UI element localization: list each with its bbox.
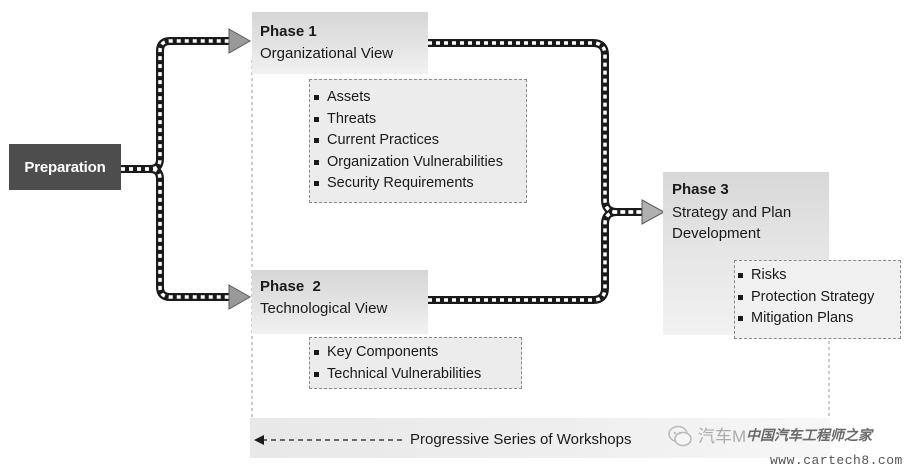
phase3-title: Phase 3: [672, 181, 729, 198]
connector-phase2-to-phase3: [428, 208, 644, 304]
bullet-icon: [314, 116, 319, 122]
wechat-logo-icon: [668, 425, 692, 447]
list-item: Technical Vulnerabilities: [311, 364, 521, 386]
bullet-icon: [314, 371, 319, 377]
bullet-icon: [738, 273, 743, 278]
workshop-arrowhead: [254, 435, 264, 445]
preparation-label: Preparation: [24, 158, 106, 176]
list-item: Organization Vulnerabilities: [311, 152, 526, 174]
phase1-box: Phase 1 Organizational View: [252, 12, 428, 74]
phase3-list-box: Risks Protection Strategy Mitigation Pla…: [734, 260, 901, 339]
preparation-box: Preparation: [9, 144, 121, 190]
bullet-icon: [314, 95, 319, 100]
arrowhead-phase1: [228, 28, 252, 54]
bullet-icon: [314, 350, 319, 355]
connector-paths: [121, 37, 644, 304]
phase1-subtitle: Organizational View: [260, 45, 394, 62]
watermark-url: www.cartech8.com: [770, 453, 903, 468]
list-item: Current Practices: [311, 130, 526, 152]
bullet-icon: [314, 138, 319, 143]
phase2-subtitle: Technological View: [260, 300, 388, 317]
list-item: Assets: [311, 87, 526, 109]
phase2-box: Phase 2 Technological View: [252, 270, 428, 334]
phase3-subtitle-line1: Strategy and Plan: [672, 204, 792, 221]
phase2-title: Phase 2: [260, 278, 321, 295]
bullet-icon: [738, 316, 743, 321]
list-item: Risks: [735, 265, 900, 287]
workshops-label: Progressive Series of Workshops: [410, 431, 632, 448]
connector-prep-to-phase2: [121, 165, 232, 301]
watermark-overlay-text: 中国汽车工程师之家: [746, 428, 872, 444]
list-item: Security Requirements: [311, 173, 526, 195]
bullet-icon: [314, 181, 319, 186]
phase1-title: Phase 1: [260, 23, 317, 40]
phase3-subtitle-line2: Development: [672, 225, 761, 242]
workshop-frame: [251, 60, 830, 418]
watermark-text: 汽车M: [698, 427, 747, 446]
list-item: Key Components: [311, 342, 521, 364]
workshop-band: [250, 418, 830, 458]
phase2-list-box: Key Components Technical Vulnerabilities: [309, 337, 522, 389]
bullet-icon: [314, 159, 319, 165]
bullet-icon: [738, 294, 743, 300]
connector-prep-to-phase1: [121, 37, 232, 173]
list-item: Threats: [311, 109, 526, 131]
list-item: Mitigation Plans: [735, 308, 900, 330]
arrowhead-phase2: [228, 284, 252, 310]
list-item: Protection Strategy: [735, 287, 900, 309]
phase1-list-box: Assets Threats Current Practices Organiz…: [309, 79, 527, 203]
arrowhead-phase3: [641, 199, 666, 225]
